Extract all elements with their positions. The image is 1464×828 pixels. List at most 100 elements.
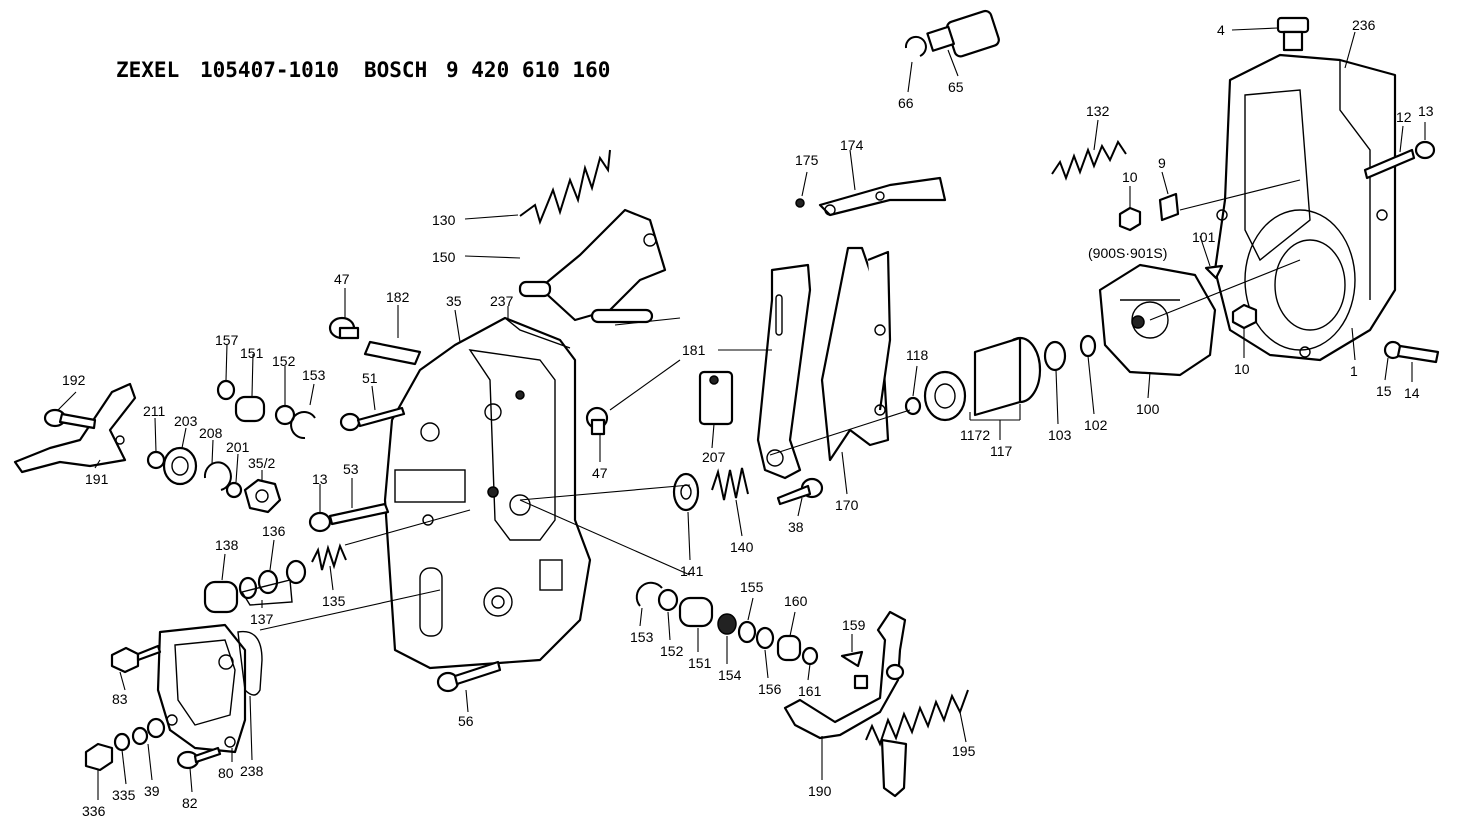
label-118: 118 [906, 347, 929, 363]
label-151-upper: 151 [240, 345, 264, 361]
label-190: 190 [808, 783, 832, 799]
plug-65 [926, 9, 1000, 58]
label-65: 65 [948, 79, 964, 95]
bolt-38 [776, 477, 824, 506]
bush-151-lower [678, 596, 714, 628]
label-161: 161 [798, 683, 822, 699]
ring-66 [904, 35, 927, 57]
spring-135 [311, 543, 347, 571]
label-102: 102 [1084, 417, 1108, 433]
leader-lines [57, 27, 1426, 800]
label-1: 1 [1350, 363, 1358, 379]
bracket-137 [240, 579, 293, 606]
label-155: 155 [740, 579, 764, 595]
washer-155 [737, 620, 757, 644]
gasket-238 [237, 630, 263, 696]
label-12: 12 [1396, 109, 1412, 125]
label-56: 56 [458, 713, 474, 729]
label-10-upper: 10 [1122, 169, 1138, 185]
assembly-axes [259, 179, 1301, 631]
stud-12 [1363, 148, 1416, 180]
header-maker-bosch: BOSCH [364, 58, 428, 82]
label-117: 117 [990, 443, 1013, 459]
label-160: 160 [784, 593, 808, 609]
label-1172: 1172 [960, 427, 990, 443]
floating-lever-170 [820, 246, 892, 462]
governor-housing-35 [383, 316, 592, 670]
label-182: 182 [386, 289, 410, 305]
label-100: 100 [1136, 401, 1160, 417]
tension-lever-181 [756, 263, 812, 480]
label-207: 207 [702, 449, 726, 465]
label-137: 137 [250, 611, 274, 627]
nut-10-lower [1231, 303, 1258, 330]
label-192: 192 [62, 372, 86, 388]
cover-80 [156, 623, 247, 754]
pin-182 [363, 340, 422, 366]
key-159 [840, 650, 864, 668]
label-335: 335 [112, 787, 136, 803]
label-10-lower: 10 [1234, 361, 1250, 377]
washer-335 [113, 732, 131, 752]
label-138: 138 [215, 537, 239, 553]
label-47-lower: 47 [592, 465, 608, 481]
part-labels: 4 236 65 66 132 12 13 9 10 101 (900S·901… [62, 17, 1434, 819]
washer-201 [225, 481, 243, 499]
washer-39 [131, 726, 149, 746]
o-ring-152-lower [657, 588, 679, 612]
washer-156 [755, 626, 775, 650]
block-207 [698, 370, 734, 426]
cap-138 [203, 580, 239, 614]
nut-35-2 [243, 478, 282, 514]
bolt-82 [176, 746, 222, 770]
washer-136-a [238, 576, 258, 600]
washer-157 [216, 379, 236, 401]
label-35-2: 35/2 [248, 455, 275, 471]
cap-nut-336 [84, 742, 114, 772]
label-82: 82 [182, 795, 198, 811]
label-195: 195 [952, 743, 976, 759]
label-181: 181 [682, 342, 706, 358]
bolt-192 [43, 408, 97, 430]
flyweight-assembly-100 [1098, 263, 1217, 377]
nut-39 [146, 717, 166, 739]
label-900s-901s: (900S·901S) [1088, 245, 1167, 261]
label-151-lower: 151 [688, 655, 712, 671]
nut-13-left [308, 511, 332, 533]
label-103: 103 [1048, 427, 1072, 443]
label-211: 211 [143, 403, 166, 419]
label-153-upper: 153 [302, 367, 326, 383]
label-101: 101 [1192, 229, 1216, 245]
washers-103-102 [1043, 334, 1097, 372]
label-201: 201 [226, 439, 250, 455]
label-66: 66 [898, 95, 914, 111]
label-174: 174 [840, 137, 864, 153]
label-236: 236 [1352, 17, 1376, 33]
bush-151-upper [234, 395, 266, 423]
label-39: 39 [144, 783, 160, 799]
label-203: 203 [174, 413, 198, 429]
label-140: 140 [730, 539, 754, 555]
label-208: 208 [199, 425, 223, 441]
label-237: 237 [490, 293, 514, 309]
washer-136-c [285, 559, 307, 585]
label-170: 170 [835, 497, 859, 513]
label-159: 159 [842, 617, 866, 633]
label-83: 83 [112, 691, 128, 707]
header-maker-zexel: ZEXEL [116, 58, 180, 82]
sleeve-117 [904, 336, 1042, 422]
bolt-83 [110, 644, 162, 674]
spring-208 [203, 461, 232, 491]
label-141: 141 [680, 563, 704, 579]
governor-case-1 [1213, 53, 1397, 362]
label-132: 132 [1086, 103, 1110, 119]
seal-154 [717, 613, 737, 635]
label-135: 135 [322, 593, 346, 609]
washer-161 [801, 646, 819, 666]
label-51: 51 [362, 370, 378, 386]
label-80: 80 [218, 765, 234, 781]
label-157: 157 [215, 332, 239, 348]
spring-140 [711, 467, 749, 501]
bush-203 [162, 446, 198, 486]
